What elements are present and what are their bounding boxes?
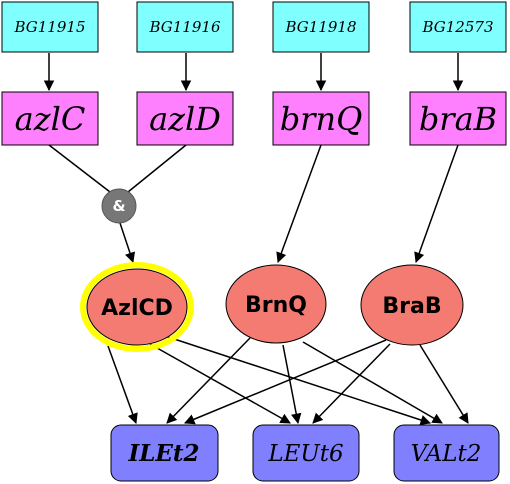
edges (43, 53, 469, 426)
gene-label-4: BG12573 (421, 18, 493, 36)
product-label-4: braB (419, 100, 497, 138)
gene-label-3: BG11918 (284, 18, 356, 36)
product-box-3[interactable] (272, 91, 370, 146)
enzyme-row: AzlCD BrnQ BraB (80, 262, 464, 352)
gene-row: BG11915 BG11916 BG11918 BG12573 (1, 1, 507, 53)
product-row: azlC azlD brnQ braB (1, 91, 507, 146)
reaction-box-1[interactable] (110, 424, 219, 482)
edge-enzyme2-reaction1 (166, 337, 251, 424)
reaction-box-3[interactable] (393, 424, 500, 482)
edge-product1-and (48, 144, 111, 193)
edge-enzyme1-reaction3 (164, 335, 431, 426)
and-node[interactable] (101, 188, 137, 224)
edge-enzyme3-reaction2 (312, 343, 391, 424)
product-label-1: azlC (15, 100, 86, 138)
edge-enzyme2-reaction3 (302, 341, 443, 424)
gene-box-3[interactable] (272, 1, 370, 53)
gene-label-1: BG11915 (13, 18, 85, 36)
enzyme-node-3[interactable] (360, 264, 464, 346)
product-label-2: azlD (149, 100, 221, 138)
enzyme-label-1: AzlCD (101, 296, 173, 321)
reaction-label-1: ILEt2 (127, 440, 199, 467)
edge-product2-and (127, 144, 187, 193)
product-box-4[interactable] (409, 91, 507, 146)
edge-enzyme2-reaction2 (282, 344, 302, 425)
edge-enzyme3-reaction3 (419, 344, 469, 424)
reaction-box-2[interactable] (252, 424, 360, 482)
edge-enzyme3-reaction1 (184, 339, 387, 425)
and-node-label: & (112, 197, 125, 215)
enzyme-highlight-ring (80, 262, 194, 352)
product-box-1[interactable] (1, 91, 99, 146)
enzyme-node-2[interactable] (225, 264, 327, 344)
edge-enzyme1-reaction2 (149, 343, 291, 424)
edge-enzyme1-reaction1 (107, 345, 138, 424)
reaction-label-2: LEUt6 (267, 441, 343, 467)
product-box-2[interactable] (136, 91, 234, 146)
edge-product4-enzyme3 (414, 144, 459, 263)
enzyme-label-3: BraB (382, 294, 441, 319)
gene-box-2[interactable] (136, 1, 234, 53)
gene-label-2: BG11916 (148, 18, 220, 36)
enzyme-label-2: BrnQ (245, 293, 307, 318)
edge-product3-enzyme2 (276, 144, 322, 263)
reaction-row: ILEt2 LEUt6 VALt2 (110, 424, 500, 482)
gene-box-4[interactable] (409, 1, 507, 53)
reaction-label-3: VALt2 (411, 441, 482, 467)
gene-box-1[interactable] (1, 1, 99, 53)
product-label-3: brnQ (280, 100, 363, 138)
enzyme-node-1[interactable] (86, 268, 188, 346)
edge-and-enzyme1 (119, 222, 135, 263)
